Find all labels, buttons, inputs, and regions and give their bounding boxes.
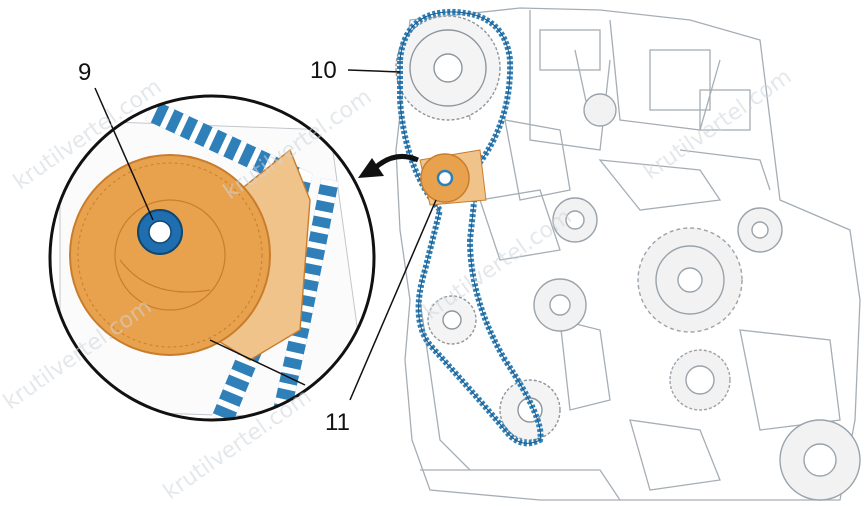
engine-outline: [395, 7, 861, 501]
zoom-detail: [48, 94, 376, 422]
callout-11: 11: [325, 409, 350, 436]
camshaft-sprocket: [395, 15, 501, 121]
rotation-arrowhead-icon: [358, 158, 384, 178]
engine-gears: [533, 93, 861, 501]
rotation-arrow-icon: [373, 153, 419, 170]
callout-9: 9: [78, 59, 91, 86]
leader-lines: [94, 69, 437, 401]
watermark-text: krutilvertel.com: [639, 64, 796, 185]
callout-10: 10: [310, 57, 337, 84]
tensioner-pulley-small: [419, 149, 487, 206]
